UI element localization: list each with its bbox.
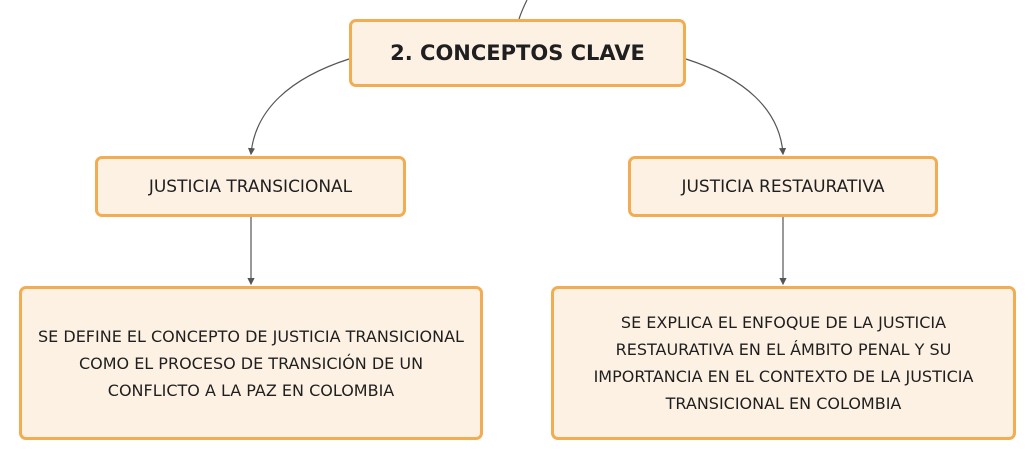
connector-root-to-restaurativa	[685, 58, 787, 156]
root-node-label: 2. CONCEPTOS CLAVE	[390, 41, 645, 65]
node-label: JUSTICIA RESTAURATIVA	[681, 176, 885, 197]
node-justicia-restaurativa-detail[interactable]: SE EXPLICA EL ENFOQUE DE LA JUSTICIA RES…	[551, 286, 1016, 440]
node-detail-text: SE DEFINE EL CONCEPTO DE JUSTICIA TRANSI…	[38, 326, 464, 400]
node-label: JUSTICIA TRANSICIONAL	[148, 176, 353, 197]
node-justicia-transicional[interactable]: JUSTICIA TRANSICIONAL	[95, 156, 406, 217]
node-justicia-restaurativa[interactable]: JUSTICIA RESTAURATIVA	[628, 156, 938, 217]
connector-parent-to-root	[518, 0, 528, 20]
root-node[interactable]: 2. CONCEPTOS CLAVE	[349, 19, 686, 87]
node-detail-text: SE EXPLICA EL ENFOQUE DE LA JUSTICIA RES…	[593, 313, 974, 413]
node-justicia-transicional-detail[interactable]: SE DEFINE EL CONCEPTO DE JUSTICIA TRANSI…	[19, 286, 483, 440]
connector-root-to-transicional	[247, 58, 350, 156]
